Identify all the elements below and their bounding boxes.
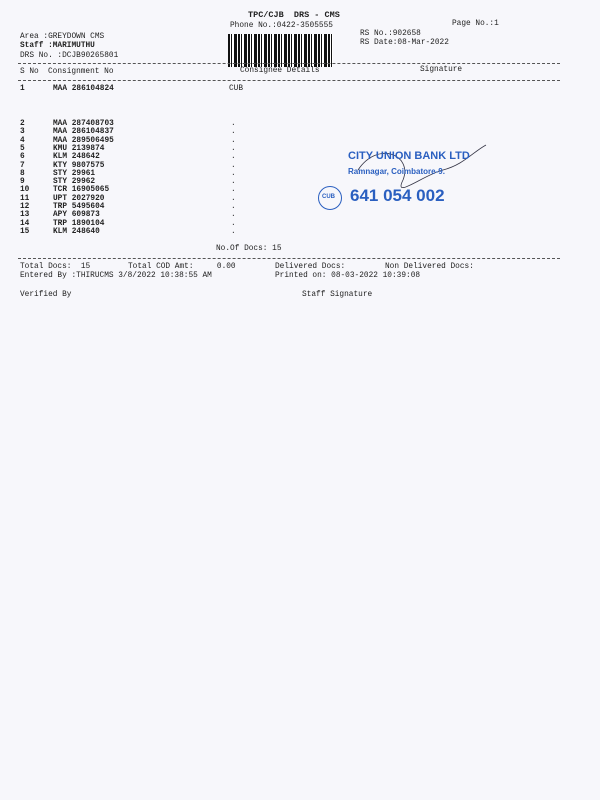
col-signature: Signature xyxy=(420,66,463,74)
row-consignee: . xyxy=(231,178,236,187)
non-delivered-docs: Non Delivered Docs: xyxy=(385,263,474,271)
staff: Staff :MARIMUTHU xyxy=(20,42,95,50)
row-consignment: UPT 2027920 xyxy=(53,194,105,203)
delivered-docs: Delivered Docs: xyxy=(275,263,346,271)
rs-number: RS No.:902658 xyxy=(360,30,421,38)
divider xyxy=(18,63,560,64)
row-consignment: TRP 1890104 xyxy=(53,219,105,228)
drs-number: DRS No. :DCJB90265801 xyxy=(20,52,119,60)
row-consignment: APY 609873 xyxy=(53,211,100,220)
col-consignee: Consignee Details xyxy=(240,67,320,75)
row-consignment: KLM 248642 xyxy=(53,153,100,162)
divider xyxy=(18,258,560,259)
row-sno: 11 xyxy=(20,194,30,203)
row-sno: 3 xyxy=(20,128,25,137)
row-consignment: KTY 9807575 xyxy=(53,161,105,170)
row-consignment: MAA 286104837 xyxy=(53,128,114,137)
row-sno: 5 xyxy=(20,144,25,153)
row-consignment: KMU 2139874 xyxy=(53,144,105,153)
row-sno: 9 xyxy=(20,178,25,187)
bank-stamp: CITY UNION BANK LTD Ramnagar, Coimbatore… xyxy=(318,140,488,230)
area: Area :GREYDOWN CMS xyxy=(20,33,105,41)
row-consignee: . xyxy=(231,227,236,236)
row-consignee: . xyxy=(231,120,236,128)
row-consignee: . xyxy=(231,203,236,211)
row-consignee: . xyxy=(231,161,236,170)
row-consignee: . xyxy=(231,128,236,137)
stamp-logo-icon xyxy=(318,186,342,210)
row-consignee: . xyxy=(231,144,236,153)
row-sno: 15 xyxy=(20,227,30,236)
rs-date: RS Date:08-Mar-2022 xyxy=(360,39,449,47)
row-sno: 8 xyxy=(20,169,25,178)
row-sno: 10 xyxy=(20,186,30,195)
row-consignment: MAA 287408703 xyxy=(53,120,114,128)
row-consignee: . xyxy=(231,153,236,162)
row-consignee: . xyxy=(231,136,236,145)
page-number: Page No.:1 xyxy=(452,20,499,28)
row-sno: 6 xyxy=(20,153,25,162)
verified-by: Verified By xyxy=(20,291,72,299)
row-consignment: MAA 289506495 xyxy=(53,136,114,145)
stamp-bank-name: CITY UNION BANK LTD xyxy=(348,150,470,162)
col-sno: S No xyxy=(20,68,39,76)
phone-number: Phone No.:0422-3505555 xyxy=(230,22,333,30)
barcode xyxy=(228,34,333,67)
row-consignee: . xyxy=(231,211,236,220)
row-consignment: KLM 248640 xyxy=(53,227,100,236)
row-consignment: MAA 286104824 xyxy=(53,85,114,93)
stamp-code: 641 054 002 xyxy=(350,186,445,205)
row-consignment: STY 29961 xyxy=(53,169,96,178)
row-consignee: . xyxy=(231,194,236,203)
row-consignment: STY 29962 xyxy=(53,178,96,187)
row-sno: 4 xyxy=(20,136,25,145)
row-sno: 12 xyxy=(20,203,30,211)
row-consignee: . xyxy=(231,186,236,195)
document-title: TPC/CJB DRS - CMS xyxy=(248,10,340,20)
row-sno: 14 xyxy=(20,219,30,228)
signature-scribble xyxy=(357,144,487,188)
col-consignment: Consignment No xyxy=(48,68,114,76)
row-sno: 2 xyxy=(20,120,25,128)
row-sno: 13 xyxy=(20,211,30,220)
no-of-docs: No.Of Docs: 15 xyxy=(216,245,282,253)
stamp-branch: Ramnagar, Coimbatore-9. xyxy=(348,167,445,176)
row-sno: 7 xyxy=(20,161,25,170)
row-consignment: TCR 16905065 xyxy=(53,186,110,195)
row-consignee: CUB xyxy=(229,85,244,93)
divider xyxy=(18,80,560,81)
staff-signature: Staff Signature xyxy=(302,291,373,299)
row-sno: 1 xyxy=(20,85,25,93)
row-consignment: TRP 5495604 xyxy=(53,203,105,211)
row-consignee: . xyxy=(231,219,236,228)
total-docs: Total Docs: 15 xyxy=(20,263,91,271)
row-consignee: . xyxy=(231,169,236,178)
entered-by: Entered By :THIRUCMS 3/8/2022 10:38:55 A… xyxy=(20,272,212,280)
printed-on: Printed on: 08-03-2022 10:39:08 xyxy=(275,272,421,280)
total-cod: Total COD Amt: 0.00 xyxy=(128,263,236,271)
stamp-logo: CUB xyxy=(322,194,335,200)
